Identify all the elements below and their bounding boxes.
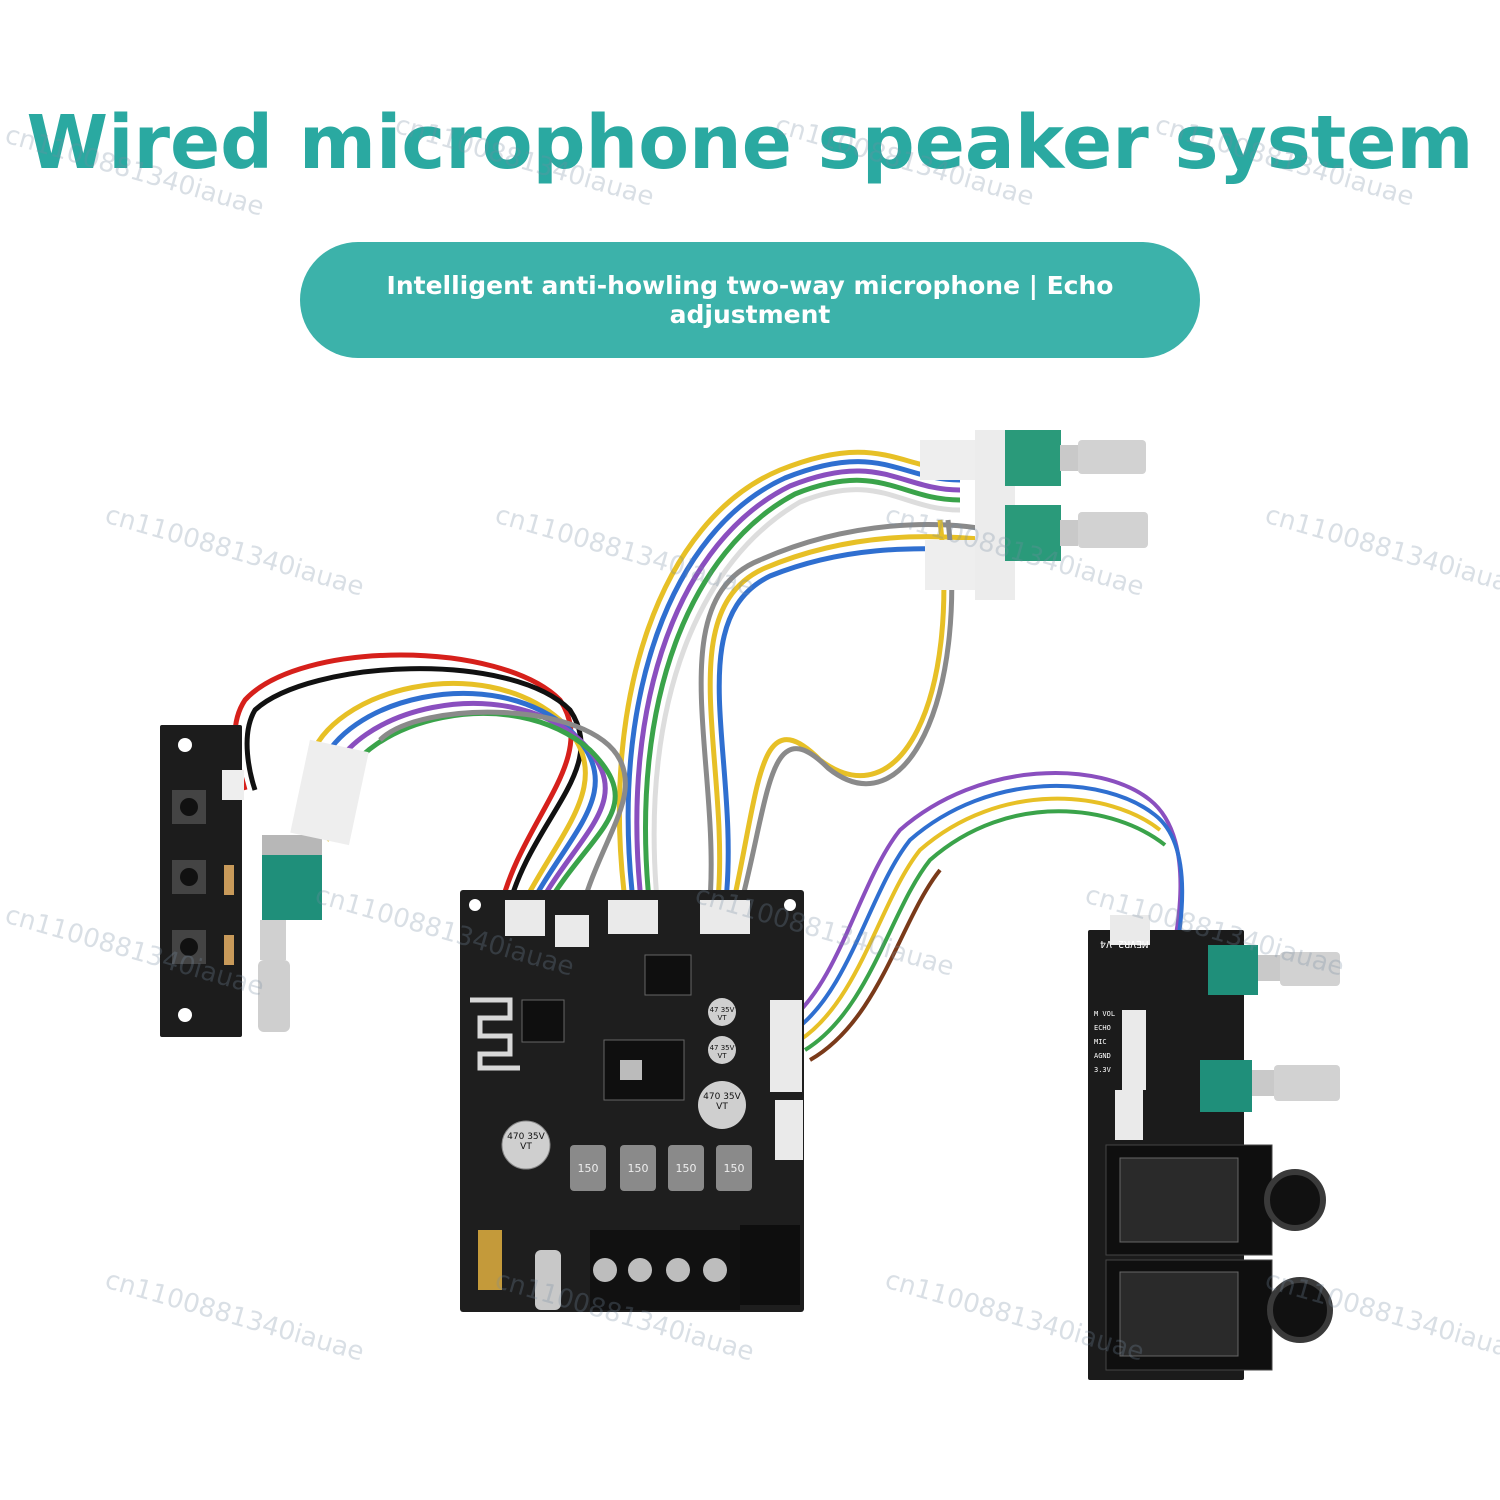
cap-label-2: 470 35V VT bbox=[703, 1092, 741, 1112]
inductor-label-1: 150 bbox=[577, 1162, 599, 1175]
label-pp: P/P bbox=[139, 880, 152, 900]
small-cap-label-1: 47 35V VT bbox=[709, 1006, 735, 1022]
mic-pin-3: MIC bbox=[1094, 1038, 1107, 1046]
mic-pin-5: 3.3V bbox=[1094, 1066, 1111, 1074]
mic-board bbox=[1088, 915, 1340, 1380]
inductor-label-2: 150 bbox=[627, 1162, 649, 1175]
mic-pin-4: AGND bbox=[1094, 1052, 1111, 1060]
subtitle-text: Intelligent anti-howling two-way microph… bbox=[386, 271, 1114, 329]
page-title: Wired microphone speaker system bbox=[26, 100, 1474, 186]
volume-pot-left bbox=[258, 739, 369, 1032]
wire-harness-left bbox=[232, 652, 628, 916]
inductor-label-3: 150 bbox=[675, 1162, 697, 1175]
echo-pots-top bbox=[920, 430, 1148, 600]
wire-harness-right bbox=[788, 771, 1185, 1062]
product-photo bbox=[160, 430, 1340, 1380]
main-board bbox=[460, 890, 804, 1312]
mic-pin-1: M VOL bbox=[1094, 1010, 1116, 1018]
mic-pin-2: ECHO bbox=[1094, 1024, 1111, 1032]
mic-board-title: MEVR2 V4 bbox=[1100, 938, 1149, 949]
small-cap-label-2: 47 35V VT bbox=[709, 1044, 735, 1060]
label-prev: PREV bbox=[139, 812, 152, 839]
subtitle-banner: Intelligent anti-howling two-way microph… bbox=[300, 242, 1200, 358]
wire-harness-top bbox=[617, 449, 991, 901]
cap-label-1: 470 35V VT bbox=[507, 1132, 545, 1152]
key-board bbox=[160, 725, 244, 1037]
inductor-label-4: 150 bbox=[723, 1162, 745, 1175]
